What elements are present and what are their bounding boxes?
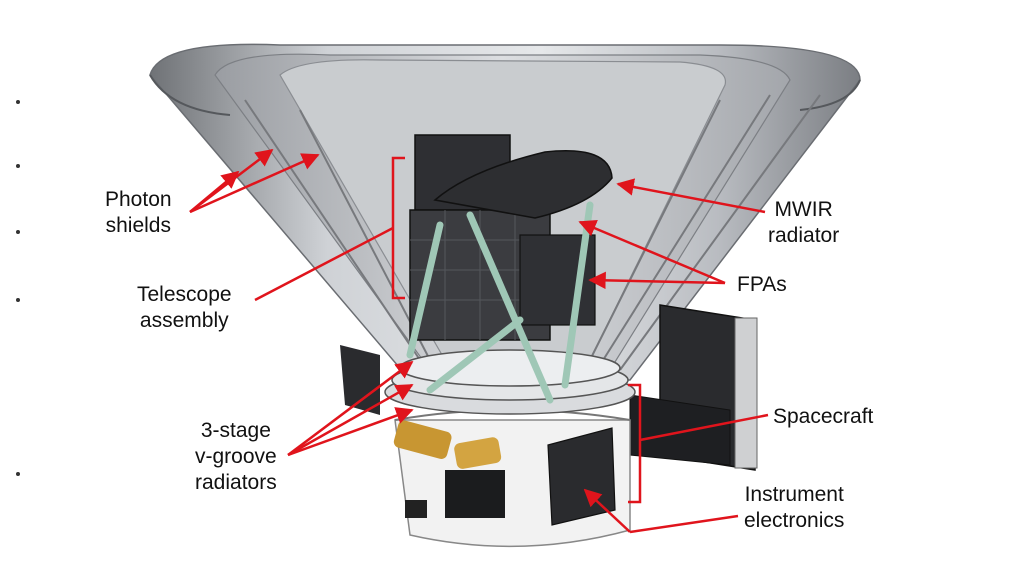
bus-box [445, 470, 505, 518]
label-line: assembly [139, 309, 229, 332]
label-line: shields [105, 214, 171, 237]
label-fpas: FPAs [737, 272, 787, 298]
arrow-photon-3 [189, 153, 320, 214]
gold-hardware [393, 420, 502, 469]
arrow-electronics-b [583, 488, 631, 533]
edge-dots [16, 100, 20, 476]
left-panel [340, 345, 380, 415]
arrow-vgroove-3 [287, 407, 414, 457]
arrow-vgroove-1 [287, 360, 414, 456]
arrow-electronics-a [629, 514, 739, 534]
label-line: MWIR [774, 198, 833, 221]
label-mwir-radiator: MWIR radiator [768, 197, 839, 249]
arrow-fpa-1 [578, 220, 726, 285]
label-instrument-electronics: Instrument electronics [744, 482, 844, 534]
arrow-vgroove-2 [287, 383, 414, 457]
callout-arrows [189, 148, 769, 534]
arrow-fpa-2 [588, 271, 726, 290]
arrow-photon-2 [189, 148, 274, 213]
label-line: FPAs [737, 273, 787, 296]
electronics-box [547, 427, 616, 526]
spacecraft-bracket [628, 383, 642, 504]
label-line: radiators [195, 471, 277, 494]
label-vgroove-radiators: 3-stage v-groove radiators [195, 418, 277, 496]
label-line: Spacecraft [773, 405, 874, 428]
support-struts [406, 201, 594, 404]
label-line: Photon [105, 188, 172, 211]
label-line: radiator [768, 224, 840, 247]
arrow-spacecraft [639, 413, 769, 442]
label-telescope-assembly: Telescope assembly [137, 282, 232, 334]
label-line: electronics [744, 509, 845, 532]
label-line: v-groove [195, 445, 277, 468]
label-spacecraft: Spacecraft [773, 404, 873, 430]
label-line: Telescope [137, 283, 232, 306]
arrow-telescope [254, 226, 394, 302]
bus-connector [405, 500, 427, 518]
arrow-mwir [616, 178, 766, 214]
label-photon-shields: Photon shields [105, 187, 172, 239]
label-line: Instrument [744, 483, 844, 506]
mwir-plate [433, 150, 613, 219]
label-line: 3-stage [200, 419, 271, 442]
vgroove-discs [384, 349, 636, 415]
solar-panel [629, 304, 758, 471]
